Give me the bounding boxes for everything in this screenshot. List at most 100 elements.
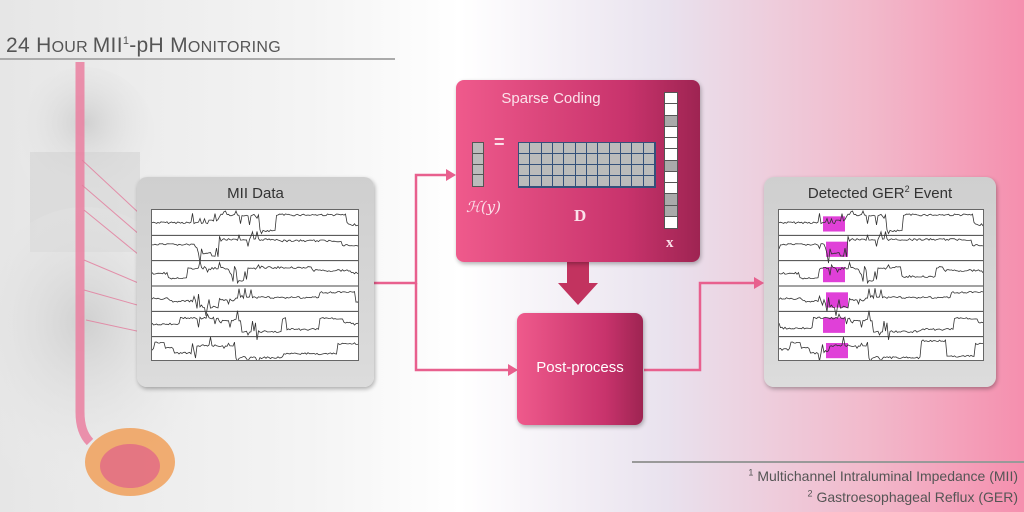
impedance-trace [779,288,983,316]
dict-cell [632,143,644,154]
impedance-trace [152,210,358,235]
ger-event-highlight [823,267,845,283]
dict-cell [575,154,587,165]
dict-cell [519,176,531,187]
h-of-y-label: ℋ(y) [466,198,502,216]
d-label: D [574,206,587,225]
dict-cell [620,165,633,176]
dict-cell [575,176,587,187]
x-cell [665,183,677,195]
dict-cell [609,165,621,176]
dict-cell [598,154,610,165]
sparse-coding-box: Sparse Coding = ℋ(y) D x [456,80,700,262]
ger-traces-chart [778,209,984,361]
ger-event-highlight [826,292,848,308]
title-divider [0,58,395,60]
page-title: 24 HOUR MII1-pH MONITORING [6,34,281,57]
dictionary-matrix [518,142,656,188]
ger-event-highlight [823,317,845,333]
dict-cell [519,165,531,176]
dict-cell [620,154,633,165]
dict-cell [552,176,565,187]
dict-cell [586,176,599,187]
impedance-trace [779,210,983,235]
post-process-box[interactable]: Post-process [517,313,643,425]
dict-cell [609,176,621,187]
x-cell [665,216,677,228]
x-cell [665,104,677,116]
y-vector [472,142,484,187]
dict-cell [632,154,644,165]
impedance-trace [779,230,983,264]
dict-cell [519,154,531,165]
dict-cell [586,143,599,154]
impedance-trace [152,260,358,285]
dict-cell [541,176,553,187]
dict-cell [598,165,610,176]
impedance-trace [779,337,983,360]
equals-sign: = [494,132,505,152]
dict-cell [586,165,599,176]
x-cell [665,149,677,161]
impedance-trace [152,337,358,360]
dict-cell [541,154,553,165]
x-cell [665,138,677,150]
dict-cell [564,143,576,154]
dict-cell [598,143,610,154]
dict-cell [609,143,621,154]
mii-data-panel: MII Data [137,177,374,387]
mii-traces-chart [151,209,359,361]
dict-cell [575,165,587,176]
dict-cell [609,154,621,165]
impedance-trace [779,310,983,340]
dict-cell [643,143,655,154]
dict-cell [530,176,542,187]
footnote-1: 1 Multichannel Intraluminal Impedance (M… [748,467,1018,484]
dict-cell [632,176,644,187]
dict-cell [598,176,610,187]
detected-ger-title: Detected GER2 Event [807,184,953,203]
dict-cell [564,165,576,176]
x-cell [665,115,677,127]
ger-event-highlight [823,216,845,232]
sparse-coding-title: Sparse Coding [501,90,601,107]
anatomy-illustration [0,62,205,497]
impedance-trace [152,310,358,340]
dict-cell [541,143,553,154]
x-vector [664,92,678,229]
dict-cell [552,143,565,154]
mii-data-title: MII Data [227,185,284,202]
x-cell [665,171,677,183]
y-cell [473,153,483,165]
impedance-trace [152,288,358,316]
y-cell [473,164,483,176]
dict-cell [632,165,644,176]
x-cell [665,205,677,217]
dict-cell [643,165,655,176]
down-arrow [558,262,598,305]
x-cell [665,93,677,105]
dict-cell [530,165,542,176]
dict-cell [564,154,576,165]
x-label: x [666,235,674,251]
dict-cell [620,143,633,154]
impedance-trace [779,260,983,285]
dict-cell [575,143,587,154]
y-cell [473,143,483,154]
dict-cell [552,165,565,176]
post-process-label: Post-process [536,359,624,376]
ger-event-highlight [826,343,848,359]
impedance-trace [152,230,358,264]
dict-cell [620,176,633,187]
footnote-2: 2 Gastroesophageal Reflux (GER) [807,488,1018,505]
dict-cell [552,154,565,165]
dict-cell [643,154,655,165]
y-cell [473,175,483,186]
x-cell [665,194,677,206]
dict-cell [586,154,599,165]
dict-cell [530,154,542,165]
footnote-divider [632,461,1024,463]
dict-cell [530,143,542,154]
detected-ger-panel: Detected GER2 Event [764,177,996,387]
x-cell [665,160,677,172]
